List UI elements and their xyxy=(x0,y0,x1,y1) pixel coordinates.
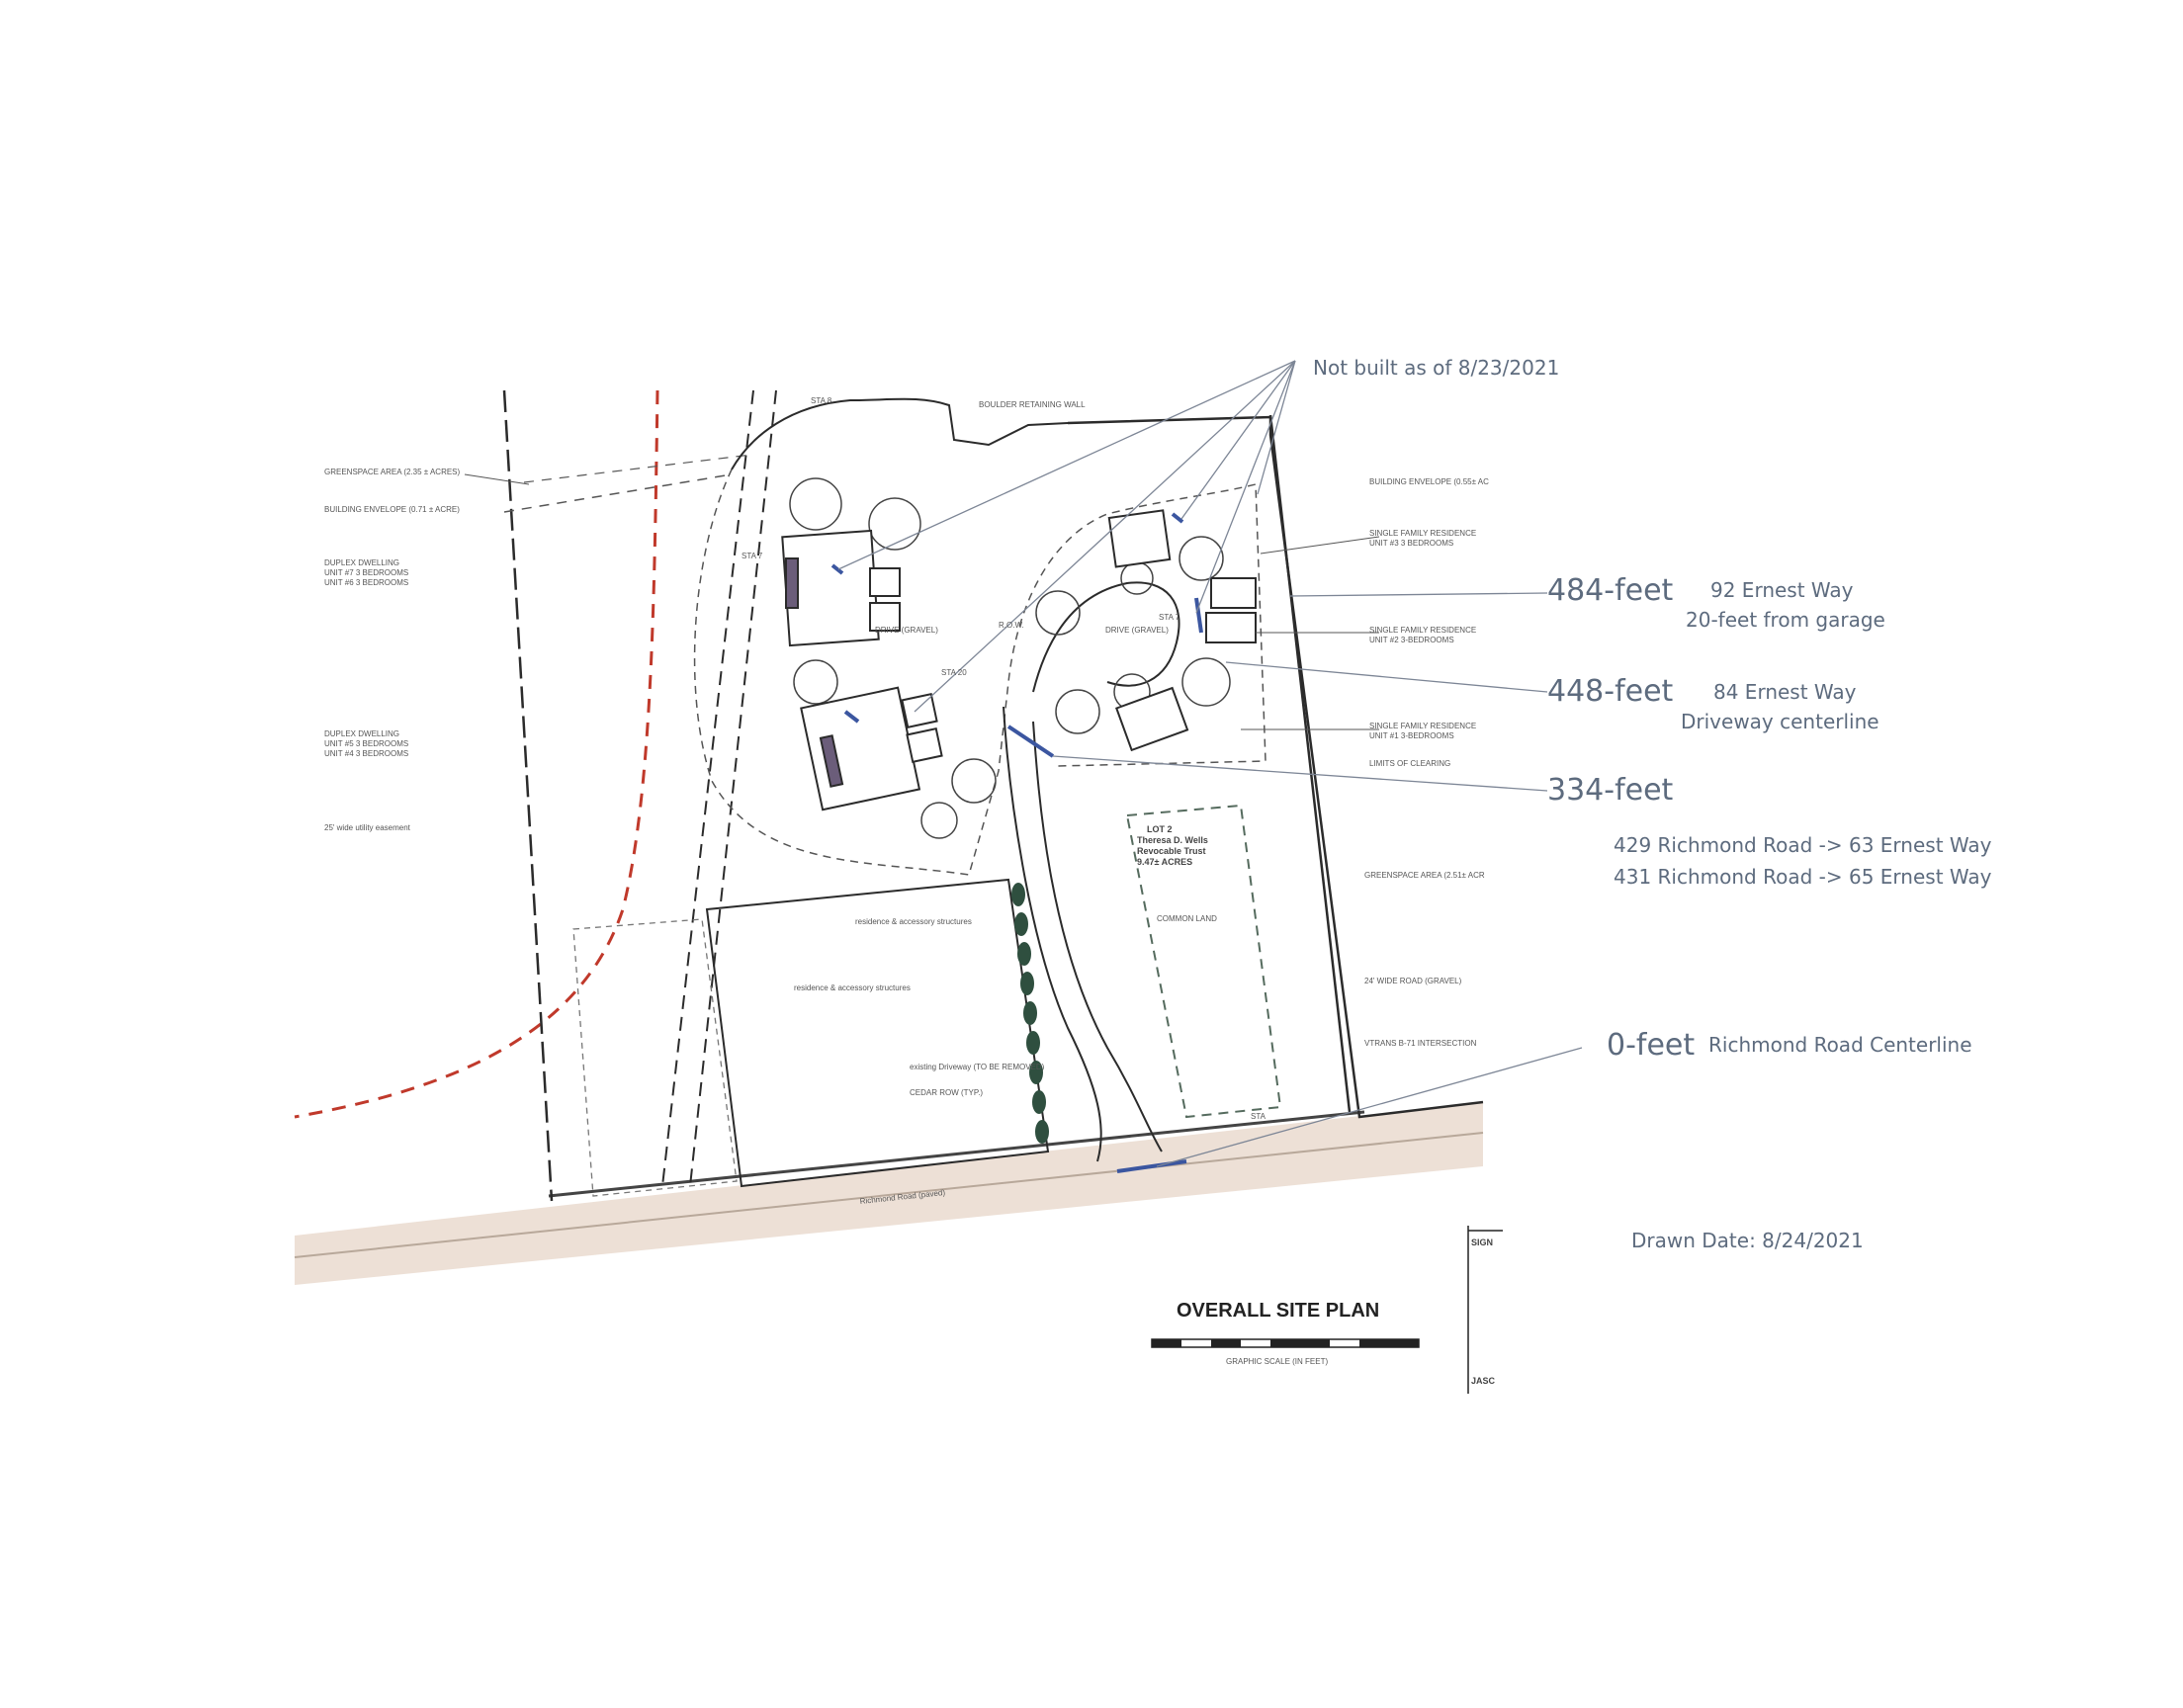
road-edge-line xyxy=(548,1110,1365,1198)
label-lot-owner: Theresa D. Wells xyxy=(1137,835,1208,845)
plan-title: OVERALL SITE PLAN xyxy=(1177,1300,1379,1322)
duplex-lower xyxy=(800,686,943,811)
sfr-unit-2 xyxy=(1205,577,1257,643)
east-lot-line xyxy=(1268,414,1352,1113)
plan-label-leaders xyxy=(464,473,1380,730)
label-greenspace-left: GREENSPACE AREA (2.35 ± ACRES) xyxy=(324,468,461,476)
label-sfr-2-units: UNIT #2 3-BEDROOMS xyxy=(1369,636,1454,644)
address-92-ernest: 92 Ernest Way xyxy=(1710,578,1854,602)
distance-0: 0-feet xyxy=(1607,1028,1696,1063)
label-sfr-3: SINGLE FAMILY RESIDENCE xyxy=(1369,529,1476,538)
label-drive-right: DRIVE (GRAVEL) xyxy=(1105,626,1169,635)
sfr-unit-3 xyxy=(1107,509,1172,568)
property-line-right xyxy=(1067,415,1484,1119)
label-sta-b: STA 7 xyxy=(742,552,763,560)
label-envelope-right: BUILDING ENVELOPE (0.55± AC xyxy=(1369,477,1489,486)
label-sta-c: STA 20 xyxy=(941,668,967,677)
red-boundary-line xyxy=(294,389,659,1119)
road-centerline xyxy=(294,1132,1484,1258)
easement-line-2 xyxy=(689,389,777,1187)
sign-block: SIGN JASC xyxy=(1467,1226,1503,1394)
label-road-gravel: 24' WIDE ROAD (GRAVEL) xyxy=(1364,977,1462,985)
label-sta-e: STA xyxy=(1251,1112,1266,1121)
label-row: R.O.W. xyxy=(999,621,1024,630)
graphic-scale: GRAPHIC SCALE (IN FEET) xyxy=(1151,1338,1420,1366)
richmond-road-band xyxy=(295,1102,1483,1285)
clearing-top-left xyxy=(731,397,1069,470)
label-greenspace-right: GREENSPACE AREA (2.51± ACR xyxy=(1364,871,1485,880)
note-20-feet-garage: 20-feet from garage xyxy=(1686,608,1885,632)
label-common-land: COMMON LAND xyxy=(1157,914,1217,923)
distance-448: 448-feet xyxy=(1547,674,1674,709)
label-boulder-wall: BOULDER RETAINING WALL xyxy=(979,400,1086,409)
drawn-date: Drawn Date: 8/24/2021 xyxy=(1631,1229,1864,1252)
label-sta-d: STA 7 xyxy=(1159,613,1180,622)
label-duplex-b: DUPLEX DWELLING xyxy=(324,729,399,738)
label-duplex-b-units: UNIT #5 3 BEDROOMS xyxy=(324,739,408,748)
richmond-road-centerline: Richmond Road Centerline xyxy=(1708,1033,1972,1057)
access-road-right-edge xyxy=(1032,721,1163,1153)
label-duplex-a-units2: UNIT #6 3 BEDROOMS xyxy=(324,578,408,587)
label-envelope-left: BUILDING ENVELOPE (0.71 ± ACRE) xyxy=(324,505,460,514)
label-sta-a: STA 8 xyxy=(811,396,832,405)
limits-of-clearing xyxy=(693,469,1266,876)
label-drive-left: DRIVE (GRAVEL) xyxy=(875,626,938,635)
label-cedar-row: CEDAR ROW (TYP.) xyxy=(910,1088,983,1097)
lower-left-inner-parcel xyxy=(572,918,738,1197)
label-lot-trust: Revocable Trust xyxy=(1137,846,1206,856)
greenspace-line xyxy=(503,473,733,513)
lower-left-parcel xyxy=(705,878,1050,1188)
plan-text-labels: GREENSPACE AREA (2.35 ± ACRES) BUILDING … xyxy=(324,396,1489,1206)
address-429-richmond: 429 Richmond Road -> 63 Ernest Way xyxy=(1614,833,1992,857)
label-sfr-3-units: UNIT #3 3 BEDROOMS xyxy=(1369,539,1453,548)
cedar-row xyxy=(1011,883,1049,1144)
label-sfr-1: SINGLE FAMILY RESIDENCE xyxy=(1369,722,1476,730)
distance-markers xyxy=(830,512,1203,1173)
note-driveway-centerline: Driveway centerline xyxy=(1681,710,1879,733)
access-road-left-edge xyxy=(1003,706,1102,1162)
common-land-box xyxy=(1125,804,1282,1119)
sfr-unit-1 xyxy=(1115,686,1189,752)
label-intersection: VTRANS B-71 INTERSECTION xyxy=(1364,1039,1477,1048)
sign-label: SIGN xyxy=(1471,1238,1493,1247)
label-utility-easement: 25' wide utility easement xyxy=(324,823,411,832)
leader-lines xyxy=(837,360,1583,1167)
label-duplex-a-units: UNIT #7 3 BEDROOMS xyxy=(324,568,408,577)
sign-label-2: JASC xyxy=(1471,1376,1496,1386)
greenspace-line-2 xyxy=(523,454,752,483)
address-431-richmond: 431 Richmond Road -> 65 Ernest Way xyxy=(1614,865,1992,889)
property-line-left xyxy=(502,389,554,1202)
not-built-callout: Not built as of 8/23/2021 xyxy=(1313,356,1560,380)
label-residence-acc-1: residence & accessory structures xyxy=(855,917,972,926)
address-84-ernest: 84 Ernest Way xyxy=(1713,680,1857,704)
label-lot: LOT 2 xyxy=(1147,824,1173,834)
label-duplex-a: DUPLEX DWELLING xyxy=(324,558,399,567)
label-sfr-1-units: UNIT #1 3-BEDROOMS xyxy=(1369,731,1454,740)
label-existing-driveway: existing Driveway (TO BE REMOVED) xyxy=(910,1063,1045,1071)
right-loop-drive xyxy=(1032,581,1180,693)
distance-334: 334-feet xyxy=(1547,773,1674,808)
trees xyxy=(789,477,1231,839)
label-sfr-2: SINGLE FAMILY RESIDENCE xyxy=(1369,626,1476,635)
label-residence-acc-2: residence & accessory structures xyxy=(794,983,911,992)
duplex-upper xyxy=(781,529,901,647)
label-limits-clearing: LIMITS OF CLEARING xyxy=(1369,759,1450,768)
label-duplex-b-units2: UNIT #4 3 BEDROOMS xyxy=(324,749,408,758)
label-lot-acres: 9.47± ACRES xyxy=(1137,857,1192,867)
distance-484: 484-feet xyxy=(1547,573,1674,608)
easement-line-1 xyxy=(661,389,754,1187)
scale-caption: GRAPHIC SCALE (IN FEET) xyxy=(1226,1357,1328,1366)
